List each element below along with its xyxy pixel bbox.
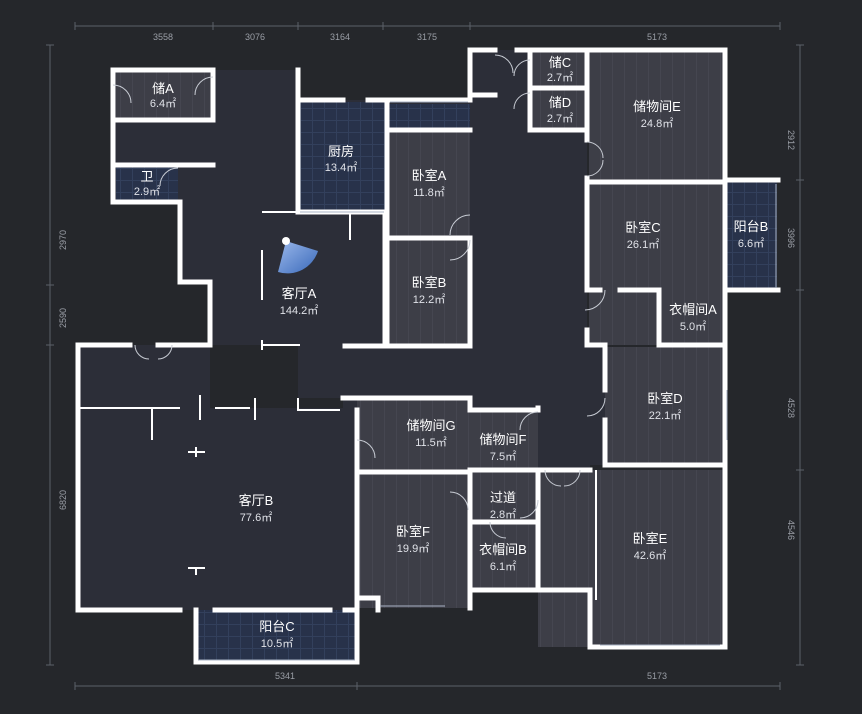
room-yangtai-c-area: 10.5㎡ — [261, 637, 293, 650]
room-woshi-e-area: 42.6㎡ — [634, 549, 666, 562]
dim-top-1: 3558 — [153, 32, 173, 42]
room-labels: 储A 6.4㎡ 卫 2.9㎡ 厨房 13.4㎡ 卧室A 11.8㎡ 卧室B 12… — [134, 55, 768, 650]
room-chuwu-f-area: 7.5㎡ — [490, 450, 516, 463]
dim-right-2: 3996 — [786, 228, 796, 248]
dim-top-4: 3175 — [417, 32, 437, 42]
room-woshi-a-area: 11.8㎡ — [413, 186, 445, 199]
room-keting-a-name: 客厅A — [282, 286, 317, 301]
room-woshi-e-name: 卧室E — [633, 531, 668, 546]
dim-left-1: 2970 — [58, 230, 68, 250]
dim-top-5: 5173 — [647, 32, 667, 42]
room-woshi-c-area: 26.1㎡ — [627, 238, 659, 251]
room-woshi-b-name: 卧室B — [412, 275, 447, 290]
room-yangtai-b-name: 阳台B — [734, 219, 769, 234]
room-yangtai-c-name: 阳台C — [259, 619, 294, 634]
dim-right-3: 4528 — [786, 398, 796, 418]
room-wei-name: 卫 — [140, 169, 153, 184]
room-woshi-f-area: 19.9㎡ — [397, 542, 429, 555]
room-chufang-name: 厨房 — [328, 144, 354, 159]
room-yimao-b-name: 衣帽间B — [479, 542, 527, 557]
room-woshi-b-area: 12.2㎡ — [413, 293, 445, 306]
room-chuwu-f-name: 储物间F — [480, 432, 527, 447]
room-chuwu-g-area: 11.5㎡ — [415, 436, 447, 449]
room-chufang-area: 13.4㎡ — [325, 161, 357, 174]
room-chu-c-area: 2.7㎡ — [547, 71, 573, 84]
room-yimao-b-area: 6.1㎡ — [490, 560, 516, 573]
room-yangtai-b-area: 6.6㎡ — [738, 237, 764, 250]
room-woshi-f-name: 卧室F — [396, 524, 430, 539]
dim-top-3: 3164 — [330, 32, 350, 42]
room-chuwu-e-name: 储物间E — [633, 99, 681, 114]
room-keting-b-area: 77.6㎡ — [240, 511, 272, 524]
doors — [112, 54, 606, 539]
room-chuwu-g-name: 储物间G — [406, 418, 455, 433]
room-keting-a-area: 144.2㎡ — [280, 304, 319, 317]
dim-right-1: 2912 — [786, 130, 796, 150]
room-guodao-area: 2.8㎡ — [490, 508, 516, 521]
room-woshi-d-area: 22.1㎡ — [649, 409, 681, 422]
room-chu-d-area: 2.7㎡ — [547, 112, 573, 125]
room-chuwu-e-area: 24.8㎡ — [641, 117, 673, 130]
room-wei-area: 2.9㎡ — [134, 185, 160, 198]
floor-fills — [78, 50, 777, 662]
room-chu-c-name: 储C — [549, 55, 571, 70]
windows — [198, 101, 777, 661]
room-woshi-d-name: 卧室D — [647, 391, 682, 406]
thin-walls — [80, 211, 597, 600]
dim-left-2: 2590 — [58, 308, 68, 328]
dimension-lines: 3558 3076 3164 3175 5173 5341 5173 2970 … — [46, 22, 804, 690]
room-chu-a-area: 6.4㎡ — [150, 97, 176, 110]
room-woshi-a-name: 卧室A — [412, 168, 447, 183]
dim-right-4: 4546 — [786, 520, 796, 540]
dim-bottom-2: 5173 — [647, 671, 667, 681]
room-chu-d-name: 储D — [549, 95, 571, 110]
room-chu-a-name: 储A — [152, 81, 174, 96]
room-yimao-a-name: 衣帽间A — [669, 302, 717, 317]
room-guodao-name: 过道 — [490, 490, 516, 505]
room-keting-b-name: 客厅B — [239, 493, 274, 508]
dim-bottom-1: 5341 — [275, 671, 295, 681]
camera-viewpoint-icon[interactable] — [278, 237, 318, 274]
dim-left-3: 6820 — [58, 490, 68, 510]
room-yimao-a-area: 5.0㎡ — [680, 320, 706, 333]
dim-top-2: 3076 — [245, 32, 265, 42]
room-woshi-c-name: 卧室C — [625, 220, 660, 235]
